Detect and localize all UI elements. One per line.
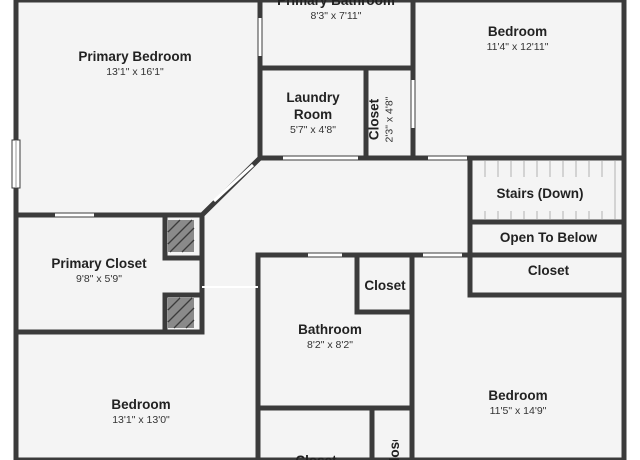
room-name: Closet (527, 263, 570, 278)
room-label-primary-closet: Primary Closet 9'8" x 5'9" (20, 255, 178, 286)
room-label-bedroom-bottom-right: Bedroom 11'5" x 14'9" (438, 387, 598, 418)
room-name: Closet (262, 452, 370, 460)
room-dimensions: 11'4" x 12'11" (486, 41, 549, 53)
room-label-bedroom-bottom-left: Bedroom 13'1" x 13'0" (60, 396, 222, 427)
door-openings (55, 18, 467, 288)
room-name: Primary Closet (51, 256, 147, 271)
wall-primary-closet (13, 212, 205, 335)
room-dimensions: 8'2" x 8'2" (307, 339, 353, 351)
room-dimensions: 13'1" x 13'0" (112, 414, 170, 426)
room-label-bedroom-top-right: Bedroom 11'4" x 12'11" (440, 23, 595, 54)
room-label-closet-hall: Closet (360, 277, 410, 294)
hatched-chases (167, 219, 195, 329)
room-label-closet-laundry: Closet 2'3" x 4'8" (366, 80, 397, 160)
room-label-primary-bedroom: Primary Bedroom 13'1" x 16'1" (55, 48, 215, 79)
room-name: Stairs (Down) (496, 186, 584, 201)
interior-walls (13, 0, 627, 460)
wall-stairs-closet (467, 155, 627, 298)
room-dimensions: 9'8" x 5'9" (76, 273, 122, 285)
room-name: Open To Below (499, 230, 598, 245)
room-label-bathroom: Bathroom 8'2" x 8'2" (262, 321, 398, 352)
room-name: Laundry Room (286, 90, 340, 122)
exterior-wall (13, 0, 627, 460)
room-name: Bedroom (488, 388, 548, 403)
room-name: Bedroom (111, 397, 171, 412)
room-name: Closet (366, 98, 382, 141)
room-name: Closet (364, 278, 406, 293)
room-label-laundry-room: Laundry Room 5'7" x 4'8" (268, 89, 358, 137)
room-label-closet-bottom-vertical: Closet (374, 440, 410, 460)
windows (11, 139, 21, 189)
room-label-stairs: Stairs (Down) (476, 185, 604, 202)
room-dimensions: 2'3" x 4'8" (383, 96, 396, 143)
room-dimensions: 13'1" x 16'1" (106, 66, 164, 78)
room-name: Primary Bathroom (277, 0, 395, 8)
room-name: Primary Bedroom (78, 49, 192, 64)
room-label-closet-bottom: Closet (262, 452, 370, 460)
wall-closet-notch-top (162, 212, 203, 261)
floor-area (16, 0, 624, 460)
room-dimensions: 11'5" x 14'9" (489, 405, 547, 417)
room-dimensions: 5'7" x 4'8" (290, 124, 336, 136)
room-label-primary-bathroom: Primary Bathroom 8'3" x 7'11" (255, 0, 417, 23)
wall-closet-notch-bottom (162, 292, 203, 335)
wall-hall-closet (354, 252, 415, 315)
room-label-open-to-below: Open To Below (473, 229, 624, 246)
room-name: Bathroom (298, 322, 362, 337)
room-name: Closet (386, 440, 403, 460)
chase-top (168, 220, 194, 252)
room-label-closet-right: Closet (473, 262, 624, 279)
stairs-label-bg (476, 177, 604, 211)
room-name: Bedroom (487, 24, 548, 39)
opening-hall-diagonal (212, 163, 255, 203)
room-dimensions: 8'3" x 7'11" (310, 10, 362, 22)
